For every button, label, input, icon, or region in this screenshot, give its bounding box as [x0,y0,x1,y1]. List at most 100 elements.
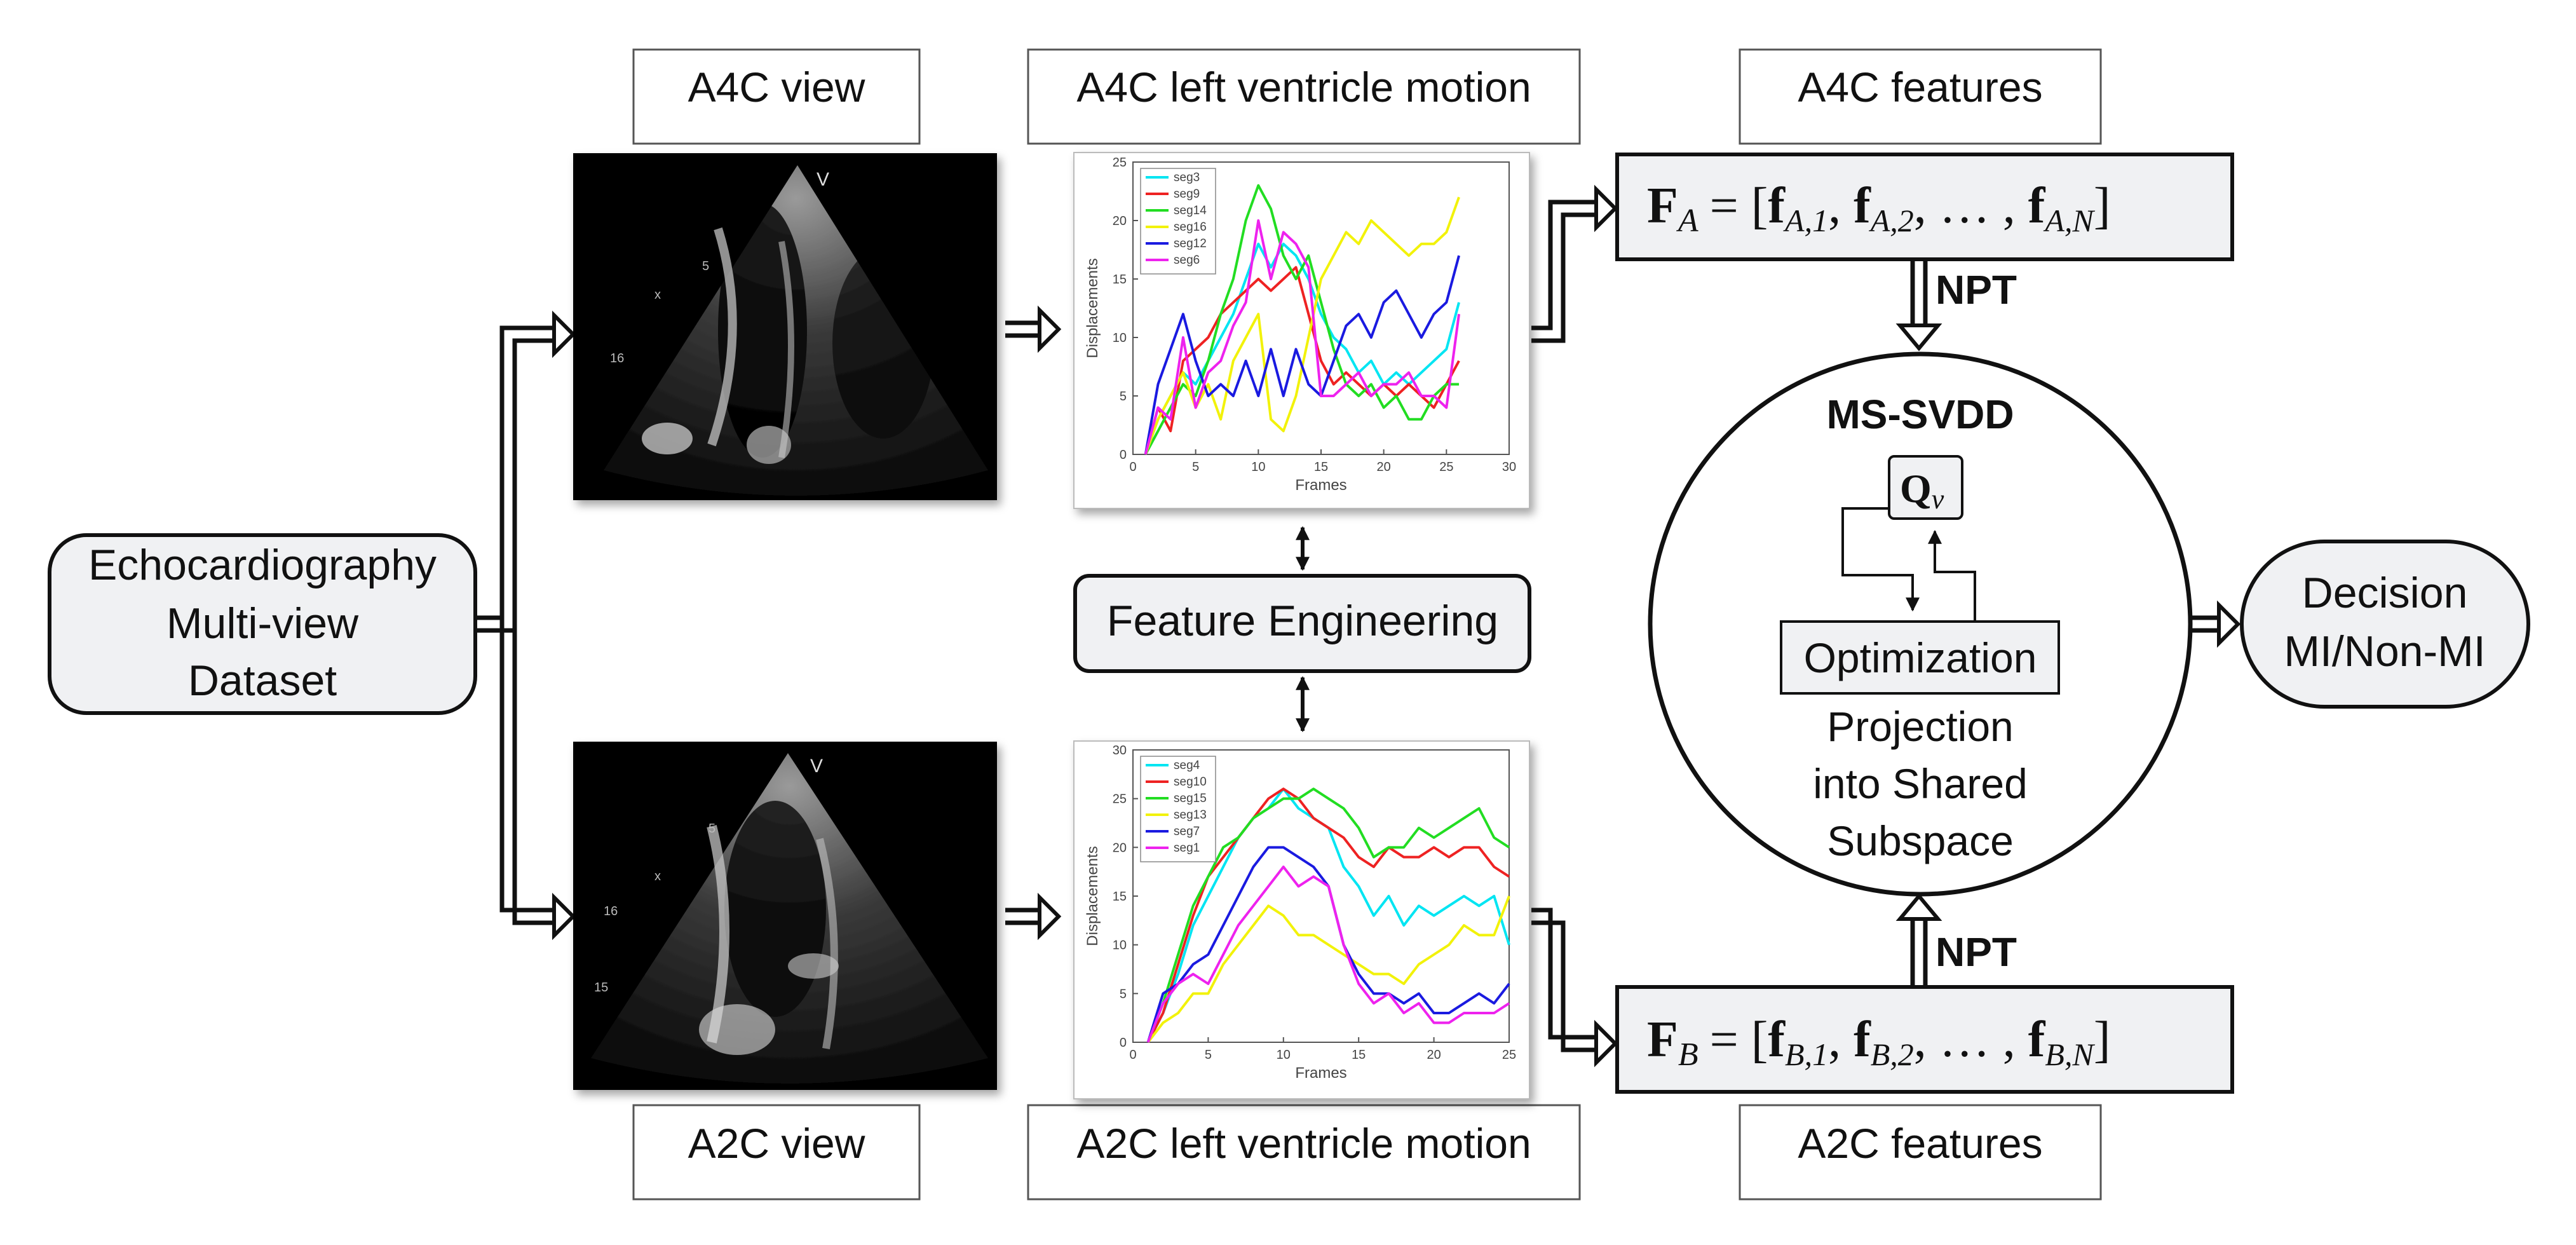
a4c-legend-entry: seg16 [1174,221,1207,234]
a2c-view-label-box: A2C view [632,1104,921,1201]
dataset-branch-arrows [475,310,576,941]
a2c-features-label-box: A2C features [1739,1104,2102,1201]
a2c-legend-entry: seg7 [1174,825,1200,838]
projection-label-line3: Subspace [1827,817,2014,864]
a2c-series-seg13 [1147,895,1510,1044]
a2c-legend-entry: seg15 [1174,792,1207,805]
a4c-y-tick-label: 20 [1113,214,1127,228]
fa-formula-box: FA= [fA,1, fA,2, … , fA,N] [1615,153,2234,261]
a2c-y-tick-label: 20 [1113,841,1127,855]
projection-label-line2: into Shared [1813,760,2028,807]
a2c-motion-label-box: A2C left ventricle motion [1027,1104,1581,1201]
a2c-x-axis-label: Frames [1295,1065,1346,1082]
a4c-legend-entry: seg3 [1174,171,1200,184]
decision-label-line2: MI/Non-MI [2284,627,2485,676]
a4c-legend-entry: seg6 [1174,254,1200,267]
a4c-legend-entry: seg14 [1174,204,1207,217]
a2c-echo-image: V 5 x 16 15 [573,742,997,1090]
qv-label: Qv [1900,466,1944,515]
a4c-legend [1140,168,1216,275]
a2c-x-tick-label: 10 [1277,1048,1291,1062]
fb-formula: FB= [fB,1, fB,2, … , fB,N] [1647,1012,2110,1073]
a4c-series-seg6 [1144,219,1461,455]
circle-to-decision-arrow [2190,600,2241,648]
optimization-label: Optimization [1804,634,2037,681]
npt-arrow-bottom: NPT [1895,893,2017,986]
a2c-view-label: A2C view [688,1120,865,1167]
a4c-x-tick-label: 20 [1377,460,1391,474]
a4c-legend-entry: seg9 [1174,187,1200,201]
a2c-y-tick-label: 15 [1113,890,1127,904]
a2c-y-tick-label: 0 [1120,1036,1127,1050]
a2c-x-tick-label: 0 [1129,1048,1136,1062]
a4c-series-seg12 [1144,255,1460,455]
a4c-y-tick-label: 15 [1113,273,1127,287]
a2c-x-tick-label: 20 [1427,1048,1441,1062]
a2c-series-seg1 [1146,866,1510,1043]
a4c-legend-entry: seg12 [1174,237,1207,250]
a4c-depth-mark-1: 5 [702,259,709,273]
a4c-y-tick-label: 10 [1113,331,1127,345]
a4c-view-label: A4C view [688,64,865,111]
a2c-depth-mark-3: 16 [604,904,618,918]
a4c-y-tick-label: 0 [1120,448,1127,462]
feature-engineering-label: Feature Engineering [1107,597,1498,645]
a4c-x-tick-label: 25 [1439,460,1453,474]
a4c-features-label: A4C features [1798,64,2042,111]
a4c-depth-mark-2: x [654,288,661,302]
chart-to-features-arrows [1531,184,1618,1068]
a2c-legend-entry: seg13 [1174,808,1207,822]
a2c-legend [1140,756,1216,862]
npt-arrow-top: NPT [1895,261,2017,351]
a2c-legend-entry: seg4 [1174,759,1200,772]
a4c-series-seg9 [1144,266,1460,455]
a2c-y-tick-label: 5 [1120,987,1127,1001]
a4c-x-tick-label: 10 [1251,460,1265,474]
a4c-view-label-box: A4C view [632,48,921,145]
a4c-x-tick-label: 5 [1192,460,1199,474]
a4c-motion-label: A4C left ventricle motion [1076,64,1531,111]
a2c-motion-label: A2C left ventricle motion [1076,1120,1531,1167]
a2c-y-tick-label: 25 [1113,793,1127,806]
dataset-label-line3: Dataset [188,657,337,705]
a2c-depth-mark-1: 5 [708,822,715,836]
npt-label-top: NPT [1935,267,2017,313]
a4c-y-tick-label: 25 [1113,156,1127,170]
dataset-label-line2: Multi-view [166,599,359,648]
fb-formula-box: FB= [fB,1, fB,2, … , fB,N] [1615,985,2234,1094]
dataset-box: Echocardiography Multi-view Dataset [48,533,477,715]
npt-label-bottom: NPT [1935,929,2017,975]
a2c-x-tick-label: 5 [1205,1048,1212,1062]
a2c-features-label: A2C features [1798,1120,2042,1167]
ms-svdd-circle: MS-SVDD Qv Optimization Projection into … [1648,351,2193,897]
a2c-depth-mark-4: 15 [594,981,608,995]
a2c-probe-mark: V [810,756,823,777]
a4c-x-tick-label: 0 [1129,460,1136,474]
a2c-legend-entry: seg10 [1174,775,1207,789]
decision-label-line1: Decision [2302,569,2468,617]
a4c-y-axis-label: Displacements [1084,258,1101,358]
a4c-probe-mark: V [817,169,829,190]
a2c-x-tick-label: 15 [1352,1048,1366,1062]
echo-to-chart-arrows [1005,305,1062,941]
a4c-echo-image: V 5 x 16 [573,153,997,500]
a2c-depth-mark-2: x [654,869,661,883]
a4c-x-tick-label: 15 [1314,460,1328,474]
projection-label-line1: Projection [1827,703,2014,750]
a4c-x-axis-label: Frames [1295,477,1346,494]
feature-engineering-box: Feature Engineering [1073,574,1531,673]
a4c-depth-mark-3: 16 [610,351,624,365]
decision-box: Decision MI/Non-MI [2240,540,2530,709]
a2c-series-seg15 [1146,787,1510,1043]
a2c-x-tick-label: 25 [1502,1048,1516,1062]
a4c-y-tick-label: 5 [1120,390,1127,404]
a2c-y-tick-label: 30 [1113,744,1127,758]
a2c-legend-entry: seg1 [1174,841,1200,855]
a4c-x-tick-label: 30 [1502,460,1516,474]
a4c-motion-label-box: A4C left ventricle motion [1027,48,1581,145]
fa-formula: FA= [fA,1, fA,2, … , fA,N] [1647,178,2110,239]
a2c-y-tick-label: 10 [1113,939,1127,953]
